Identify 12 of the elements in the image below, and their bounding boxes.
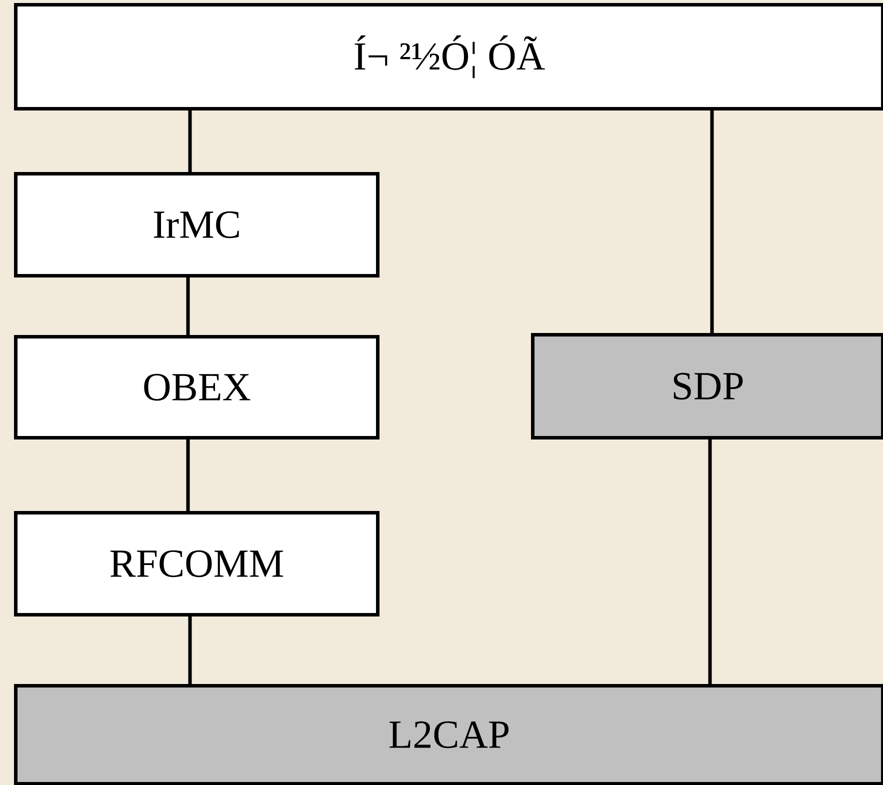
layer-box: OBEX [14, 335, 380, 440]
connector-line [188, 616, 192, 684]
layer-box: IrMC [14, 172, 380, 278]
connector-line [710, 110, 714, 333]
connector-line [188, 110, 192, 172]
layer-box: Í¬ ²½Ó¦ ÓÃ [14, 3, 883, 110]
layer-box: RFCOMM [14, 511, 380, 616]
layer-box: SDP [531, 333, 883, 440]
connector-line [186, 440, 190, 511]
layer-box: L2CAP [14, 684, 883, 785]
connector-line [186, 278, 190, 335]
connector-line [708, 440, 712, 684]
